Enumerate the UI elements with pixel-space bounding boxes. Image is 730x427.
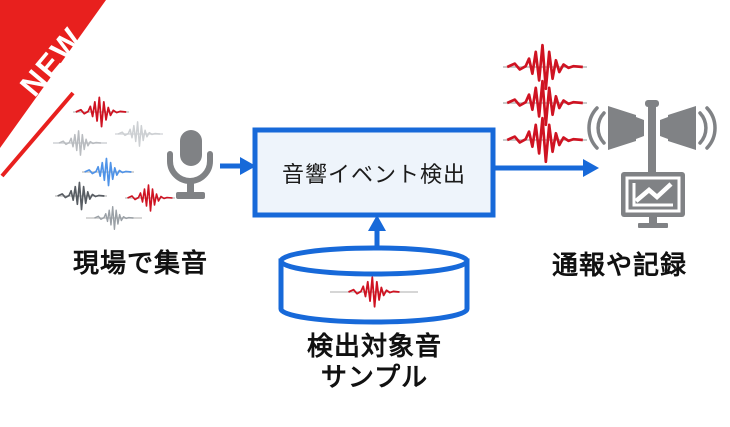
waveform-icon <box>53 130 107 156</box>
input-waveform-cluster <box>53 96 175 231</box>
new-ribbon-stripe <box>0 91 75 178</box>
sample-db-label-line2: サンプル <box>320 362 429 392</box>
monitor-chart-icon <box>621 172 685 228</box>
database-cylinder <box>278 245 470 325</box>
waveform-icon <box>125 184 175 212</box>
sample-db-label-line1: 検出対象音 <box>306 331 442 361</box>
waveform-icon <box>330 275 418 309</box>
new-ribbon <box>0 0 106 178</box>
waveform-icon <box>115 121 163 147</box>
waveform-icon <box>73 96 129 128</box>
arrow-mic-to-detector <box>220 157 256 175</box>
waveform-icon <box>55 181 107 211</box>
new-ribbon-triangle <box>0 0 106 148</box>
microphone-icon <box>167 130 213 199</box>
waveform-icon <box>505 43 585 91</box>
arrow-detector-to-output <box>495 159 599 177</box>
waveform-icon <box>86 205 142 231</box>
arrow-database-to-detector <box>368 215 386 250</box>
waveform-icon <box>82 157 134 187</box>
detector-box <box>252 127 496 218</box>
detector-label: 音響イベント検出 <box>281 161 466 187</box>
source-label: 現場で集音 <box>72 248 208 278</box>
pa-speaker-icon <box>587 100 717 172</box>
output-label: 通報や記録 <box>551 250 687 280</box>
detected-waveform-stack <box>503 43 587 164</box>
sample-db-label: 検出対象音 サンプル <box>272 331 477 393</box>
